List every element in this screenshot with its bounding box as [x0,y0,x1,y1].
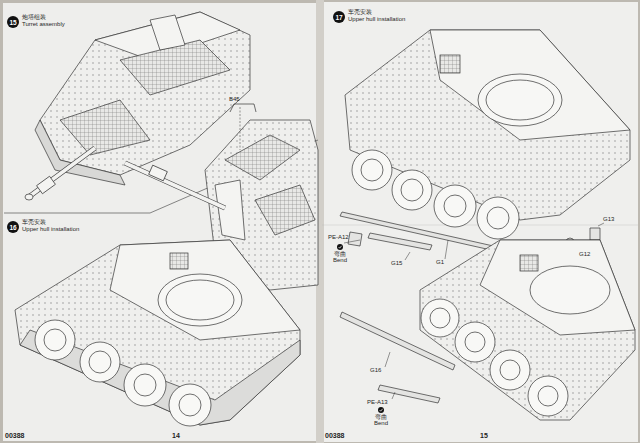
part-label: G1 [436,259,444,265]
step-number: 16 [7,221,19,233]
step-number-text: 16 [9,224,16,231]
part-label: 弯曲 [334,251,346,257]
part-label: PE-A12 [328,234,349,240]
hull-step16 [15,240,300,426]
part-label: 弯曲 [375,414,387,420]
hull-step17-top [340,30,630,260]
part-label: Turret assembly [22,21,65,27]
part-label: 车壳安装 [348,9,372,15]
left-page [3,3,318,441]
part-label: Bend [374,420,388,426]
part-label: B45 [229,96,240,102]
page-footer: 00388 [325,432,344,439]
step-number: 15 [7,16,19,28]
part-label: Upper hull installation [348,16,405,22]
part-label: Upper hull installation [22,226,79,232]
part-label: G13 [603,216,614,222]
part-label: G15 [391,260,402,266]
step-number-text: 15 [9,19,16,26]
hull-step17-bottom [340,240,635,420]
page-footer: 14 [172,432,180,439]
page-footer: 00388 [5,432,24,439]
bend-icon [337,244,384,413]
part-label: G16 [370,367,381,373]
step-number-text: 17 [335,14,342,21]
part-label: 炮塔组装 [22,14,46,20]
step-number: 17 [333,11,345,23]
part-label: G12 [579,251,590,257]
part-label: 车壳安装 [22,219,46,225]
part-label: PE-A13 [367,399,388,405]
part-label: Bend [333,257,347,263]
page-footer: 15 [480,432,488,439]
right-page [322,2,638,442]
